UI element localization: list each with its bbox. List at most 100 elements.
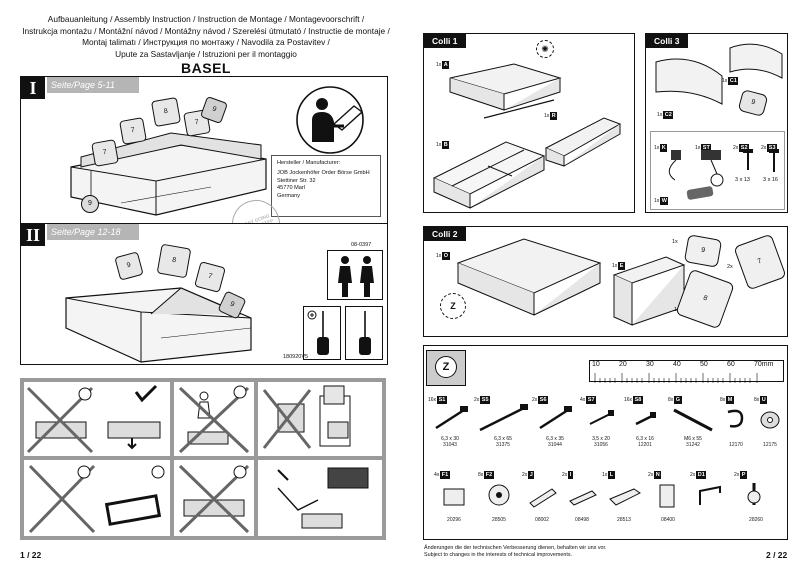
left-page-number: 1 / 22 xyxy=(20,550,42,560)
light-icon: ✺ xyxy=(536,40,554,58)
part-code: 28513 xyxy=(617,517,631,523)
part-code: 08002 xyxy=(535,517,549,523)
manufacturer-heading: Hersteller / Manufacturer: xyxy=(277,160,341,166)
screwdriver-phillips-icon xyxy=(303,306,341,360)
bracket-i-icon xyxy=(569,490,597,506)
bag-icon: Z xyxy=(435,356,457,378)
manufacturer-line: Stettiner Str. 32 xyxy=(277,177,316,184)
screw-s5-icon xyxy=(479,404,528,432)
bracket-j-icon xyxy=(529,488,557,508)
footer-note-en: Subject to changes in the interests of t… xyxy=(424,552,573,558)
fitting-f1-icon xyxy=(443,488,465,506)
part-size: 3,5 x 20 xyxy=(592,436,610,442)
backrest-c2 xyxy=(655,58,723,105)
hinge-p-icon xyxy=(747,483,761,505)
screw-s2-icon xyxy=(743,149,753,170)
warning-carry-drag xyxy=(24,382,170,456)
bolt-g-icon xyxy=(673,408,713,432)
ruler-tick: 10 xyxy=(592,361,600,368)
screw-size: 3 x 13 xyxy=(735,177,750,183)
part-code: 08400 xyxy=(661,517,675,523)
seat-cushion-a xyxy=(449,63,562,119)
clip-m-icon xyxy=(727,409,744,428)
chaise-o xyxy=(456,238,602,316)
language-list: Aufbauanleitung / Assembly Instruction /… xyxy=(20,14,392,60)
part-code: 12175 xyxy=(763,442,777,448)
part-code: 31242 xyxy=(686,442,700,448)
language-line: Upute za Sastavljanje / Istruzioni per i… xyxy=(115,48,297,59)
screwdriver-flat-icon xyxy=(345,306,383,360)
ruler-scale xyxy=(594,373,758,383)
manufacturer-line: Germany xyxy=(277,192,301,199)
panel-e xyxy=(612,256,686,326)
hardware-bag-header: Z xyxy=(426,350,466,386)
ruler-tick: 70mm xyxy=(754,361,774,368)
colli-2-panel: Colli 2 1xO 1xE 1x 9 2x 7 1x 8 Z xyxy=(423,226,788,337)
section-one-numeral: I xyxy=(21,77,45,99)
warning-surface xyxy=(24,460,170,536)
connector-n-icon xyxy=(659,484,675,508)
part-code: 28505 xyxy=(492,517,506,523)
section-two-numeral: II xyxy=(21,224,45,246)
footer-note-de: Änderungen die der technischen Verbesser… xyxy=(424,545,607,551)
part-code: 12201 xyxy=(638,442,652,448)
read-instructions-icon xyxy=(282,82,378,154)
corner-sofa-illustration-one xyxy=(70,132,267,216)
colli-2-title: Colli 2 xyxy=(424,227,466,241)
two-people-icon xyxy=(327,250,383,300)
part-code: 31043 xyxy=(443,442,457,448)
cushion-icon: 7 xyxy=(91,139,119,167)
right-page-number: 2 / 22 xyxy=(766,550,788,560)
cushion-icon: 8 xyxy=(156,243,192,279)
backrest-c1 xyxy=(729,43,783,79)
cushion-badge: 9 xyxy=(81,195,99,213)
manufacturer-box: Hersteller / Manufacturer: JOB Jockenhöf… xyxy=(271,155,381,217)
part-code: 12170 xyxy=(729,442,743,448)
part-code: 28260 xyxy=(749,517,763,523)
colli-1-title: Colli 1 xyxy=(424,34,466,48)
language-line: Instrukcja montażu / Montážní návod / Mo… xyxy=(22,25,390,36)
warning-moisture xyxy=(258,382,382,456)
part-size: M6 x 55 xyxy=(684,436,702,442)
screw-s7-icon xyxy=(589,410,614,425)
tools-code: 180920V5 xyxy=(283,354,309,360)
manufacturer-line: 45770 Marl xyxy=(277,185,305,192)
part-code: 08498 xyxy=(575,517,589,523)
cushion-icon: 8 xyxy=(150,96,182,128)
part-code: 31375 xyxy=(496,442,510,448)
handling-warnings-grid xyxy=(20,378,386,540)
product-title: BASEL xyxy=(181,60,231,76)
footer-note: Änderungen die der technischen Verbesser… xyxy=(424,545,607,559)
cushion-qty: 1x xyxy=(672,239,678,245)
section-one-pages: Seite/Page 5-11 xyxy=(47,77,139,93)
warning-cutting xyxy=(258,460,382,536)
section-two-panel: II Seite/Page 12-18 9 8 7 9 08-0397 xyxy=(20,223,388,365)
people-code: 08-0397 xyxy=(351,242,372,248)
screw-s3-icon xyxy=(769,149,779,172)
cushion-icon: 9 xyxy=(737,89,769,117)
part-size: 6,3 x 16 xyxy=(636,436,654,442)
measuring-ruler: 10 20 30 40 50 60 70mm xyxy=(589,360,784,383)
ruler-tick: 30 xyxy=(646,361,654,368)
